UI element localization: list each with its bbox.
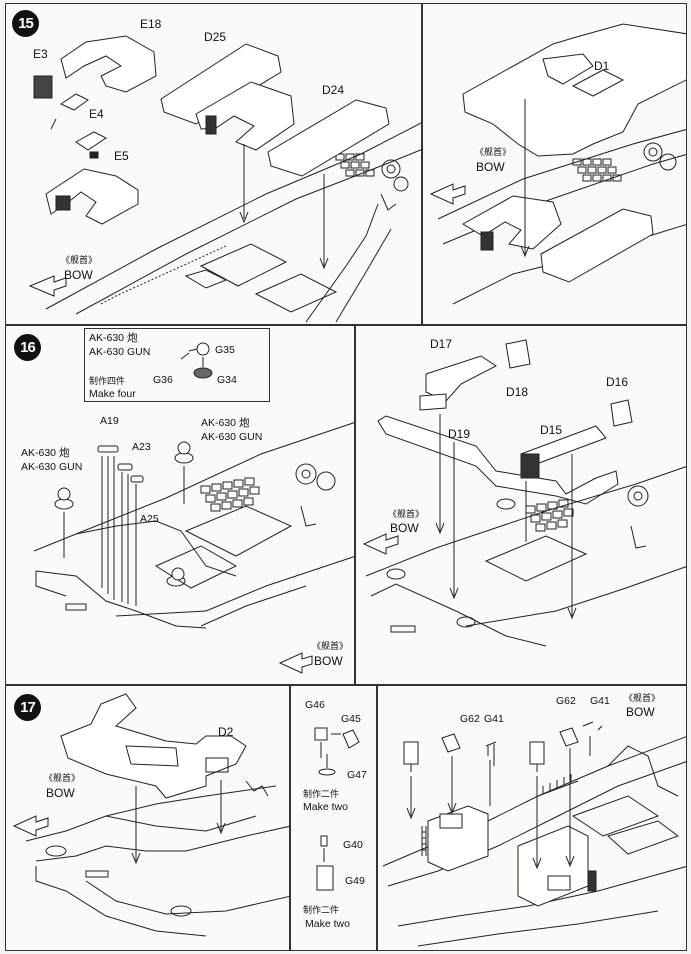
step-16-panel-left: 16 AK-630 炮 AK-630 GUN G35 G36 G34 制作四件 … (5, 325, 355, 685)
part-label-d25: D25 (204, 30, 227, 44)
bow-label-16: BOW (314, 654, 343, 668)
make-two-2: Make two (305, 918, 350, 930)
step-15-left-drawing (28, 35, 421, 323)
callout-note-en: Make four (89, 388, 136, 400)
ak630-callout: AK-630 炮 AK-630 GUN G35 G36 G34 制作四件 Mak… (84, 328, 270, 402)
part-label-g36: G36 (153, 374, 173, 386)
bow-label-cn: 《舰首》 (61, 255, 98, 265)
gun-label-mid-line1: AK-630 炮 (201, 417, 250, 429)
part-label-a19: A19 (100, 415, 119, 427)
part-label-d18: D18 (506, 385, 529, 399)
step-16-left-drawing (33, 422, 354, 674)
step-15-right-drawing (429, 23, 686, 305)
part-label-e18: E18 (140, 17, 162, 31)
callout-title-line2: AK-630 GUN (89, 346, 151, 358)
part-label-g49: G49 (345, 875, 365, 887)
part-label-g35: G35 (215, 344, 235, 356)
gun-label-left-line2: AK-630 GUN (21, 461, 83, 473)
step-15-number: 15 (12, 10, 39, 37)
step-17-right-drawing (382, 721, 686, 947)
part-label-a23: A23 (132, 441, 151, 453)
bow-label-cn-17r: 《舰首》 (624, 693, 661, 703)
step-17-panel-right: G62 G41 G62 G41 《舰首》 BOW (377, 685, 687, 951)
part-label-d19: D19 (448, 427, 471, 441)
step-17-mid-drawing (314, 727, 360, 891)
step-17-number: 17 (14, 694, 41, 721)
bow-label-cn-16r: 《舰首》 (388, 509, 425, 519)
part-label-g41-a: G41 (484, 713, 504, 725)
step-16-panel-right: D17 D18 D16 D19 D15 《舰首》 BOW (355, 325, 687, 685)
bow-label-right: BOW (476, 160, 505, 174)
callout-note-cn: 制作四件 (89, 376, 126, 386)
callout-title-line1: AK-630 炮 (89, 332, 138, 344)
step-17-panel-mid: G46 G45 G47 制作二件 Make two G40 G49 制作二件 M… (290, 685, 377, 951)
step-17-panel-left: 17 D2 《舰首》 BOW (5, 685, 290, 951)
step-17-left-drawing (12, 693, 289, 937)
part-label-e4: E4 (89, 107, 104, 121)
part-label-d15: D15 (540, 423, 563, 437)
part-label-g40: G40 (343, 839, 363, 851)
bow-label-cn-right: 《舰首》 (475, 147, 512, 157)
part-label-d2: D2 (218, 725, 234, 739)
part-label-d24: D24 (322, 83, 345, 97)
part-label-g62-a: G62 (460, 713, 480, 725)
step-16-number: 16 (14, 334, 41, 361)
step-15-panel-left: 15 E3 E18 E4 E5 D25 D24 《舰首》 BOW (5, 3, 422, 325)
bow-label-cn-16: 《舰首》 (312, 641, 349, 651)
part-label-d1: D1 (594, 59, 610, 73)
gun-label-mid-line2: AK-630 GUN (201, 431, 263, 443)
part-label-g34: G34 (217, 374, 237, 386)
make-two-cn-2: 制作二件 (303, 905, 340, 915)
part-label-g45: G45 (341, 713, 361, 725)
bow-label-17r: BOW (626, 705, 655, 719)
bow-label: BOW (64, 268, 93, 282)
part-label-e3: E3 (33, 47, 48, 61)
part-label-g47: G47 (347, 769, 367, 781)
make-two-cn-1: 制作二件 (303, 789, 340, 799)
step-16-right-drawing (362, 339, 686, 647)
part-label-e5: E5 (114, 149, 129, 163)
bow-label-17: BOW (46, 786, 75, 800)
ak630-assembly-drawing (180, 342, 213, 379)
part-label-d17: D17 (430, 337, 453, 351)
step-15-panel-right: D1 《舰首》 BOW (422, 3, 687, 325)
part-label-a25: A25 (140, 513, 159, 525)
part-label-g46: G46 (305, 699, 325, 711)
part-label-g62-b: G62 (556, 695, 576, 707)
part-label-d16: D16 (606, 375, 629, 389)
part-label-g41-b: G41 (590, 695, 610, 707)
make-two-1: Make two (303, 801, 348, 813)
gun-label-left-line1: AK-630 炮 (21, 447, 70, 459)
bow-label-cn-17: 《舰首》 (44, 773, 81, 783)
bow-label-16r: BOW (390, 521, 419, 535)
